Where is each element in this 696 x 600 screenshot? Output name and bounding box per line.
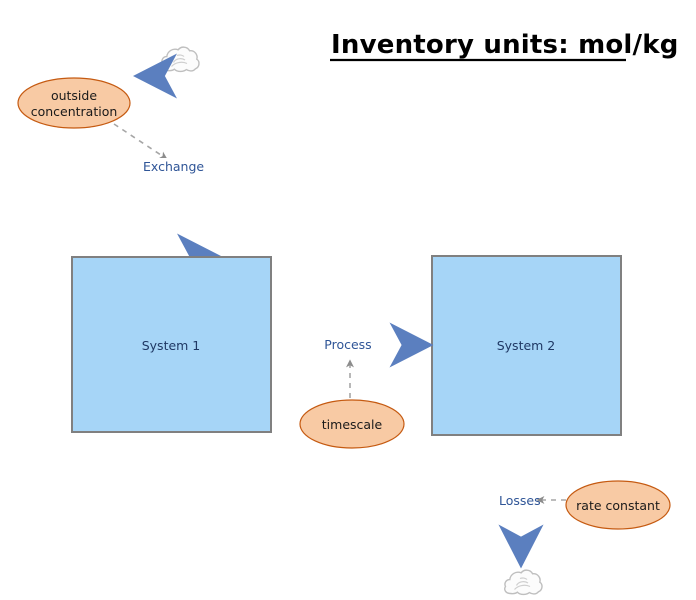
process-label-backdrop [320, 337, 375, 353]
system-1-label: System 1 [142, 338, 201, 353]
exchange-label-backdrop [141, 158, 205, 175]
cloud-icon [161, 46, 200, 73]
page-title: Inventory units: mol/kg [330, 30, 679, 62]
rate-constant-shape [565, 480, 671, 530]
losses-label-backdrop [497, 492, 547, 508]
page-title-text: Inventory units: mol/kg [331, 30, 679, 60]
rate-constant-label: rate constant [576, 498, 660, 513]
system-1-shape[interactable] [71, 256, 272, 433]
timescale-label: timescale [322, 417, 383, 432]
losses-label-text: Losses [499, 493, 541, 508]
cloud-icon [504, 569, 543, 596]
outside-concentration-label-line1: outside [51, 88, 97, 103]
outside-concentration-shape [17, 77, 131, 129]
box-system-2[interactable]: System 2 [431, 255, 622, 436]
ellipse-outside-concentration: outside concentration [17, 77, 131, 129]
exchange-label-text: Exchange [143, 159, 204, 174]
flow-label-exchange: Exchange [141, 158, 205, 175]
flow-arrow-process: Process [268, 322, 434, 368]
flow-arrow-losses: Losses [497, 435, 547, 569]
box-system-1[interactable]: System 1 [71, 256, 272, 433]
ellipse-rate-constant: rate constant [565, 480, 671, 530]
connector-outside-concentration-to-exchange [113, 123, 168, 160]
process-label-text: Process [324, 337, 371, 352]
system-2-label: System 2 [497, 338, 556, 353]
ellipse-timescale: timescale [299, 399, 405, 449]
timescale-shape [299, 399, 405, 449]
outside-concentration-label-line2: concentration [31, 104, 118, 119]
